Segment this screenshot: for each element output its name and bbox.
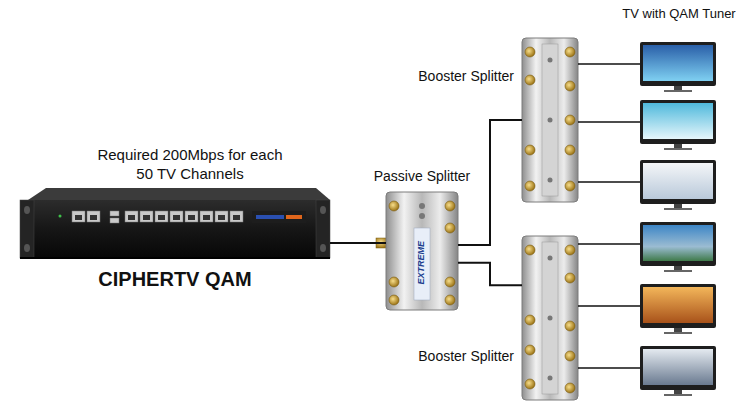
booster-splitter: Booster Splitter	[522, 38, 578, 202]
node-heading: Booster Splitter	[418, 68, 514, 84]
label-holder: TV with QAM Tuner	[612, 6, 746, 22]
heading-holder: Passive Splitter	[326, 168, 518, 184]
heading-holder: Booster Splitter	[418, 68, 514, 84]
heading-holder: CIPHERTV QAM	[20, 268, 330, 291]
annotation-label: Required 200Mbps for each 50 TV Channels	[95, 146, 285, 184]
node-heading: Booster Splitter	[418, 348, 514, 364]
coax-cable	[330, 242, 386, 244]
annotation-label: TV with QAM Tuner	[612, 6, 746, 22]
label-holder: EXTREME	[416, 233, 427, 293]
label-holder: Required 200Mbps for each 50 TV Channels	[95, 146, 285, 184]
booster-splitter: Booster Splitter	[522, 236, 578, 400]
coax-cable	[458, 263, 522, 285]
node-heading: Passive Splitter	[326, 168, 518, 184]
heading-holder: Booster Splitter	[418, 348, 514, 364]
node-heading: CIPHERTV QAM	[20, 268, 330, 291]
brand-mark: EXTREME	[416, 233, 427, 293]
qam-modulator: CIPHERTV QAM	[20, 200, 330, 258]
